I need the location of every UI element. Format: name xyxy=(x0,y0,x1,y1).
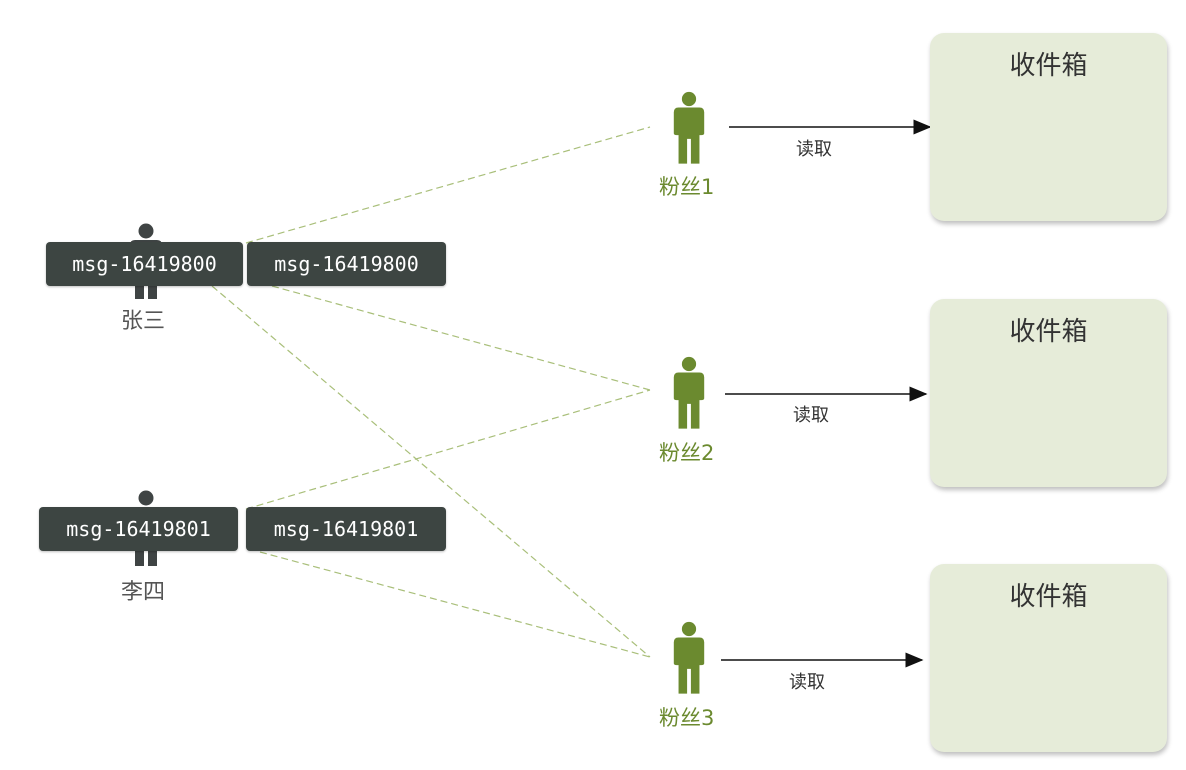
push-line-lisi-fan3 xyxy=(259,551,651,658)
message-badge: msg-16419800 xyxy=(46,242,243,286)
inbox-box: 收件箱 xyxy=(930,564,1167,752)
push-line-lisi-fan2 xyxy=(245,389,651,510)
message-badge: msg-16419801 xyxy=(39,507,238,551)
message-badge: msg-16419801 xyxy=(246,507,446,551)
inbox-box: 收件箱 xyxy=(930,299,1167,487)
sender-name: 张三 xyxy=(121,309,166,334)
push-line-zhangsan-fan2 xyxy=(271,285,651,391)
read-label: 读取 xyxy=(789,672,825,693)
fan-name: 粉丝2 xyxy=(659,441,715,465)
inbox-title: 收件箱 xyxy=(1009,582,1088,612)
push-line-zhangsan-fan3 xyxy=(211,285,651,658)
fan-person-icon xyxy=(673,356,705,429)
fan-person-icon xyxy=(673,621,705,694)
fan-name: 粉丝3 xyxy=(659,706,715,730)
fan-person-icon xyxy=(673,91,705,164)
read-label: 读取 xyxy=(793,405,829,426)
message-badge: msg-16419800 xyxy=(247,242,446,286)
fan-name: 粉丝1 xyxy=(659,175,715,199)
inbox-title: 收件箱 xyxy=(1009,317,1088,347)
push-line-zhangsan-fan1 xyxy=(245,126,651,244)
inbox-title: 收件箱 xyxy=(1009,51,1088,81)
sender-name: 李四 xyxy=(121,580,166,605)
inbox-box: 收件箱 xyxy=(930,33,1167,221)
read-label: 读取 xyxy=(796,139,832,160)
